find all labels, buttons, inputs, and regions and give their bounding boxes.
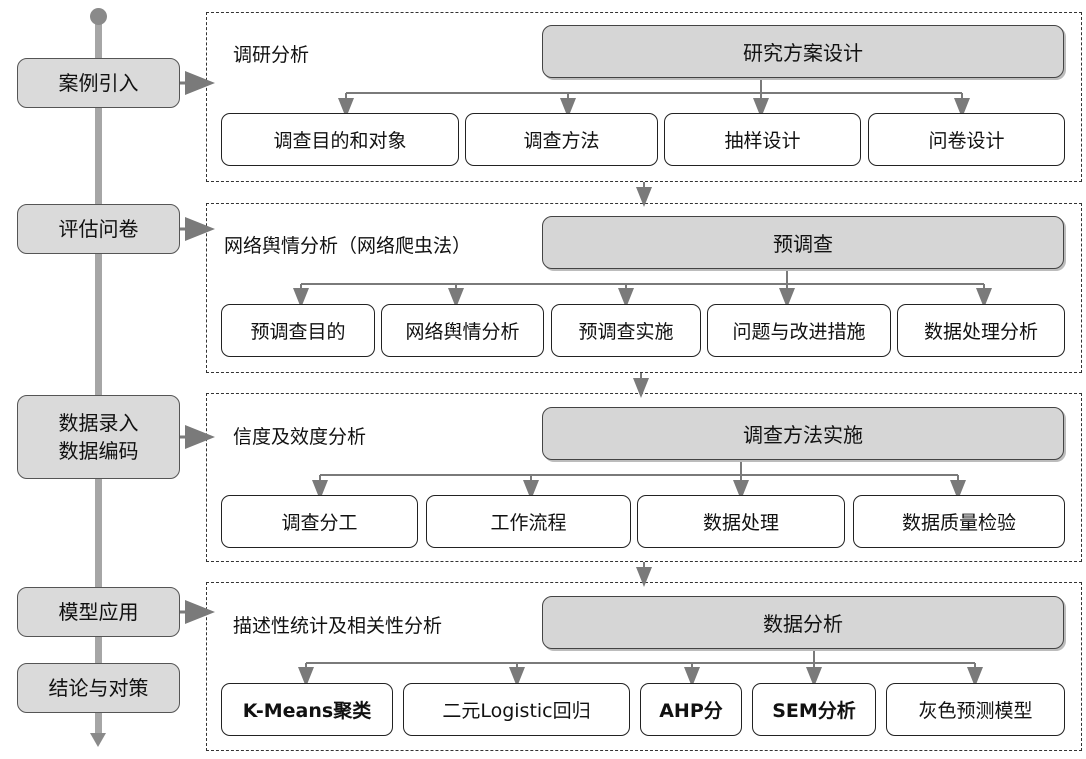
node-grey-prediction-model: 灰色预测模型 — [886, 683, 1065, 736]
stage-case-intro: 案例引入 — [17, 58, 180, 108]
branch-pre-survey — [293, 269, 992, 308]
header-data-analysis: 数据分析 — [542, 596, 1064, 649]
stage-model-application: 模型应用 — [17, 587, 180, 637]
node-kmeans-clustering: K-Means聚类 — [221, 683, 393, 736]
header-pre-survey: 预调查 — [542, 216, 1064, 269]
stage-label: 结论与对策 — [48, 676, 149, 700]
node-binary-logistic-regression: 二元Logistic回归 — [403, 683, 630, 736]
stage-label-line1: 数据录入 — [58, 411, 139, 435]
node-questionnaire-design: 问卷设计 — [868, 113, 1065, 166]
node-survey-division: 调查分工 — [221, 495, 418, 548]
branch-survey-implementation — [312, 460, 966, 500]
node-pre-survey-implementation: 预调查实施 — [551, 304, 701, 357]
stage-label: 模型应用 — [58, 600, 139, 624]
timeline-spine — [95, 20, 102, 735]
timeline-start-dot — [90, 8, 107, 25]
node-data-processing-analysis: 数据处理分析 — [897, 304, 1065, 357]
stage-data-entry-coding: 数据录入 数据编码 — [17, 395, 180, 479]
header-research-design: 研究方案设计 — [542, 25, 1064, 78]
node-sampling-design: 抽样设计 — [664, 113, 861, 166]
node-survey-purpose: 调查目的和对象 — [221, 113, 459, 166]
node-survey-method: 调查方法 — [465, 113, 658, 166]
node-pre-survey-purpose: 预调查目的 — [221, 304, 375, 357]
timeline-end-arrow-icon — [90, 733, 106, 747]
node-sem-analysis: SEM分析 — [752, 683, 876, 736]
branch-data-analysis — [298, 649, 983, 687]
node-ahp: AHP分 — [640, 683, 742, 736]
branch-research-design — [338, 78, 970, 118]
panel-research-design — [206, 12, 1082, 182]
panel-label: 信度及效度分析 — [233, 426, 367, 448]
panel-label: 调研分析 — [233, 44, 310, 66]
stage-label-line2: 数据编码 — [58, 439, 139, 463]
stage-conclusion-countermeasure: 结论与对策 — [17, 663, 180, 713]
stage-evaluate-questionnaire: 评估问卷 — [17, 204, 180, 254]
panel-label: 网络舆情分析（网络爬虫法） — [224, 235, 472, 257]
node-workflow: 工作流程 — [426, 495, 631, 548]
stage-label: 评估问卷 — [58, 217, 139, 241]
node-problems-improvements: 问题与改进措施 — [707, 304, 891, 357]
header-survey-implementation: 调查方法实施 — [542, 407, 1064, 460]
node-online-opinion-analysis: 网络舆情分析 — [381, 304, 544, 357]
node-data-quality-check: 数据质量检验 — [853, 495, 1065, 548]
node-data-processing: 数据处理 — [637, 495, 845, 548]
stage-label: 案例引入 — [58, 71, 139, 95]
panel-label: 描述性统计及相关性分析 — [233, 615, 443, 637]
